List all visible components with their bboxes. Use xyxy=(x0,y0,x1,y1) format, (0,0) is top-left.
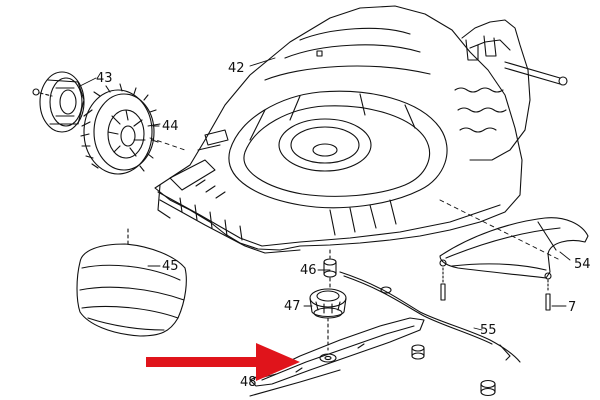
svg-text:43: 43 xyxy=(96,71,113,86)
red-callout-arrow xyxy=(146,343,300,381)
leader-lines xyxy=(79,57,571,379)
mower-deck xyxy=(154,5,568,261)
svg-text:44: 44 xyxy=(162,119,179,134)
svg-text:45: 45 xyxy=(162,259,179,274)
wheel xyxy=(80,83,186,175)
svg-text:42: 42 xyxy=(228,61,245,76)
bumper-cover xyxy=(76,227,187,337)
part-labels: 42 43 44 45 46 47 48 54 7 55 xyxy=(96,61,591,390)
svg-text:48: 48 xyxy=(240,375,257,390)
svg-text:55: 55 xyxy=(480,323,497,338)
rear-flap xyxy=(439,217,589,280)
cable xyxy=(339,271,521,363)
svg-text:47: 47 xyxy=(284,299,301,314)
blade xyxy=(249,317,425,397)
blade-adapter xyxy=(309,288,347,351)
svg-text:46: 46 xyxy=(300,263,317,278)
bolt xyxy=(411,344,496,397)
svg-text:54: 54 xyxy=(574,257,591,272)
screw xyxy=(440,267,551,311)
svg-text:7: 7 xyxy=(568,300,576,315)
hubcap xyxy=(32,71,85,133)
spacer xyxy=(323,249,337,291)
